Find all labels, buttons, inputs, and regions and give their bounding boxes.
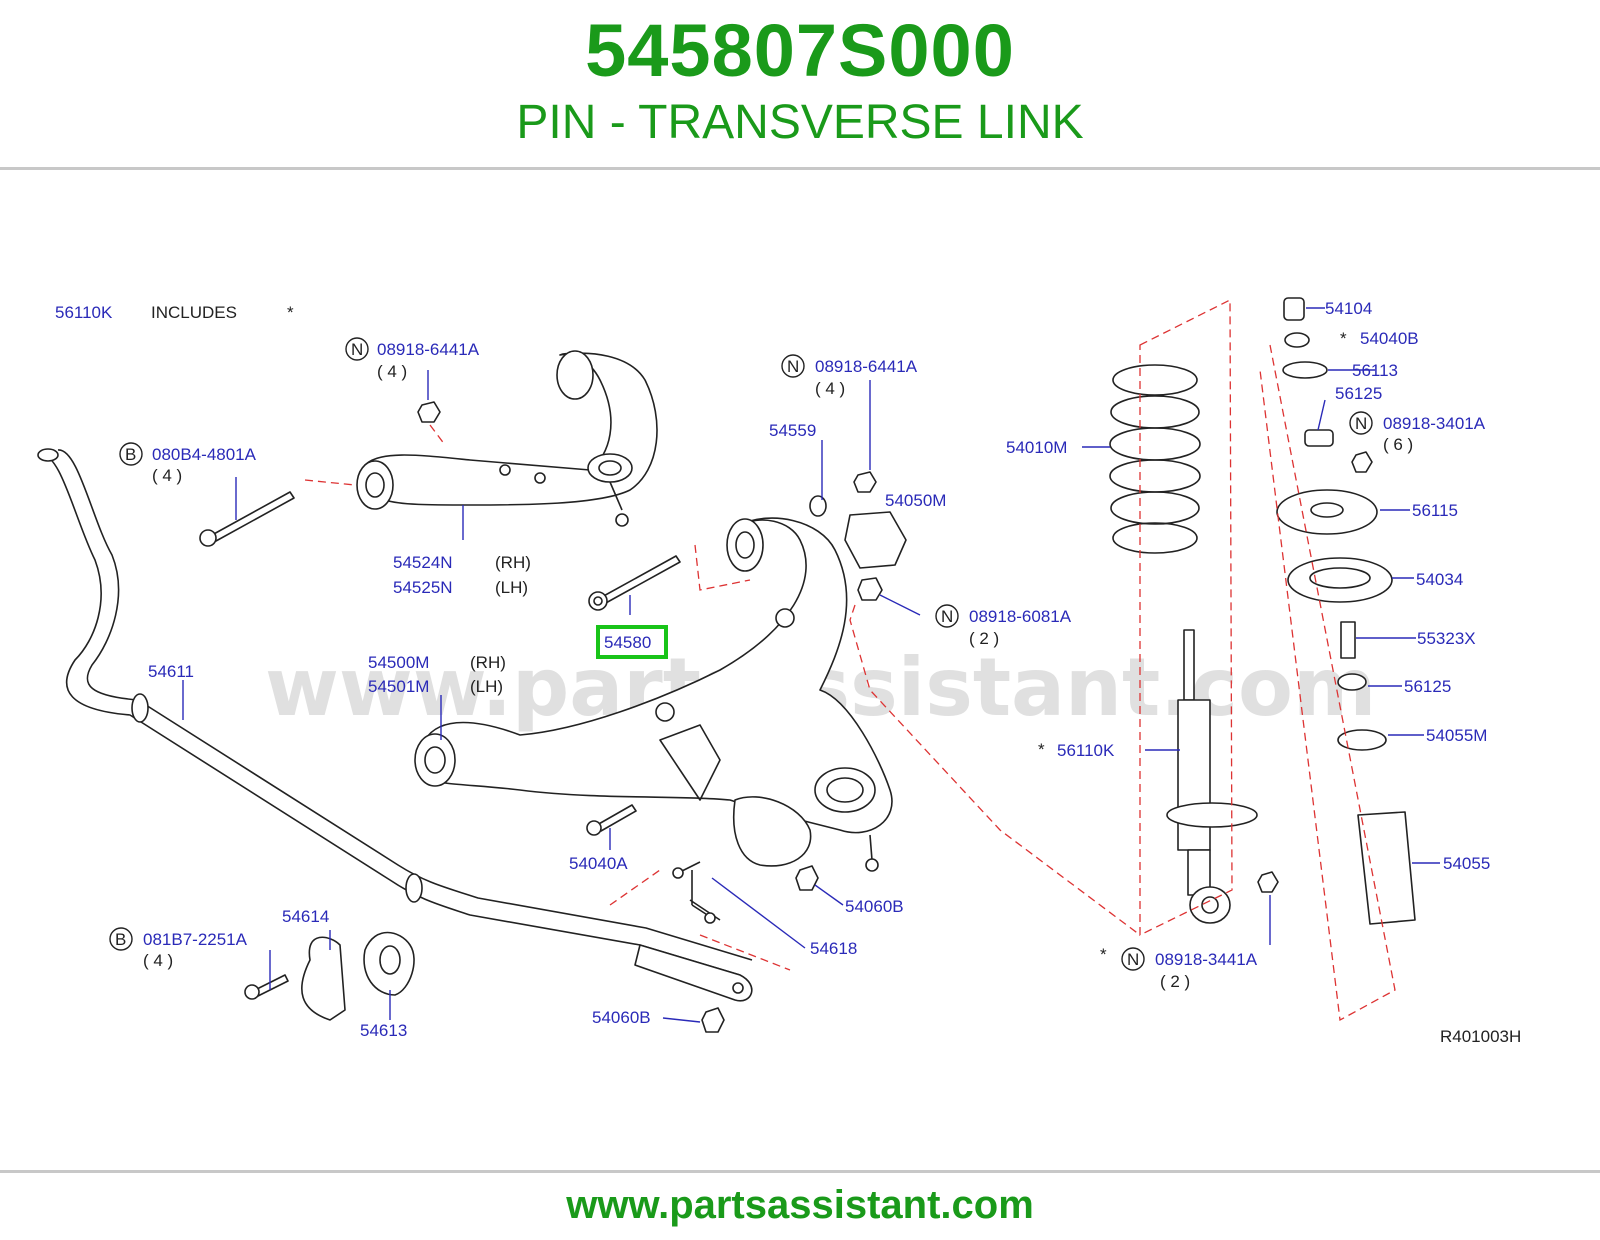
- label-08918-6441A-lower[interactable]: 08918-6441A: [815, 357, 918, 376]
- bolt-080b4-drawing: [211, 491, 295, 542]
- label-54040B[interactable]: 54040B: [1360, 329, 1419, 348]
- label-54524N[interactable]: 54524N: [393, 553, 453, 572]
- label-56125-lower[interactable]: 56125: [1404, 677, 1451, 696]
- lh-1: (LH): [495, 578, 528, 597]
- label-54501M[interactable]: 54501M: [368, 677, 429, 696]
- label-54618[interactable]: 54618: [810, 939, 857, 958]
- label-54055M[interactable]: 54055M: [1426, 726, 1487, 745]
- nut-marker-n-4: N: [1127, 950, 1139, 969]
- qty-4-a: ( 4 ): [377, 362, 407, 381]
- shock-absorber-drawing: [1166, 629, 1279, 924]
- gasket-54050m-drawing: [844, 511, 907, 569]
- label-54525N[interactable]: 54525N: [393, 578, 453, 597]
- bolt-marker-b: B: [125, 445, 136, 464]
- label-56125-upper[interactable]: 56125: [1335, 384, 1382, 403]
- qty-6: ( 6 ): [1383, 435, 1413, 454]
- label-54104[interactable]: 54104: [1325, 299, 1372, 318]
- label-56115[interactable]: 56115: [1412, 501, 1458, 520]
- label-080B4-4801A[interactable]: 080B4-4801A: [152, 445, 257, 464]
- label-54055[interactable]: 54055: [1443, 854, 1490, 873]
- qty-4-d: ( 4 ): [143, 951, 173, 970]
- qty-4-b: ( 4 ): [152, 466, 182, 485]
- assembly-dashed-lines: [304, 298, 1396, 1022]
- stabilizer-link-drawing: [679, 861, 721, 921]
- dust-cover-54055-drawing: [1357, 811, 1416, 925]
- label-56110K[interactable]: 56110K: [1057, 741, 1115, 760]
- label-54500M[interactable]: 54500M: [368, 653, 429, 672]
- label-56113[interactable]: 56113: [1352, 361, 1398, 380]
- lower-link-drawing: [414, 517, 893, 872]
- star-c: *: [1100, 945, 1107, 964]
- label-54010M[interactable]: 54010M: [1006, 438, 1067, 457]
- star-b: *: [1038, 740, 1045, 759]
- label-08918-6441A-upper[interactable]: 08918-6441A: [377, 340, 480, 359]
- diagram-code: R401003H: [1440, 1027, 1521, 1046]
- label-54613[interactable]: 54613: [360, 1021, 407, 1040]
- label-54040A[interactable]: 54040A: [569, 854, 628, 873]
- nut-marker-n-5: N: [1355, 414, 1367, 433]
- leader-lines: [182, 307, 1440, 1023]
- stabilizer-bar-drawing: [37, 448, 753, 1002]
- label-54614[interactable]: 54614: [282, 907, 329, 926]
- label-54050M[interactable]: 54050M: [885, 491, 946, 510]
- rh-1: (RH): [495, 553, 531, 572]
- nut-marker-n: N: [351, 340, 363, 359]
- bracket-54614-drawing: [301, 936, 346, 1021]
- nut-marker-n-3: N: [941, 607, 953, 626]
- nut-marker-n-2: N: [787, 357, 799, 376]
- star-d: *: [1340, 329, 1347, 348]
- qty-2-b: ( 2 ): [1160, 972, 1190, 991]
- includes-text: INCLUDES: [151, 303, 237, 322]
- label-54060B-upper[interactable]: 54060B: [845, 897, 904, 916]
- page-header: 545807S000 PIN - TRANSVERSE LINK: [0, 0, 1600, 168]
- part-number-title: 545807S000: [585, 9, 1015, 92]
- includes-part-label: 56110K: [55, 303, 113, 322]
- bolt-marker-b-2: B: [115, 930, 126, 949]
- label-54060B-lower[interactable]: 54060B: [592, 1008, 651, 1027]
- lh-2: (LH): [470, 677, 503, 696]
- upper-link-drawing: [356, 350, 658, 527]
- label-08918-6081A[interactable]: 08918-6081A: [969, 607, 1072, 626]
- label-54580-highlighted[interactable]: 54580: [604, 633, 651, 652]
- label-54611[interactable]: 54611: [148, 662, 194, 681]
- label-081B7-2251A[interactable]: 081B7-2251A: [143, 930, 248, 949]
- includes-star: *: [287, 303, 294, 322]
- qty-2-a: ( 2 ): [969, 629, 999, 648]
- pin-54580-drawing: [588, 555, 681, 611]
- coil-spring-drawing: [1109, 364, 1201, 554]
- rh-2: (RH): [470, 653, 506, 672]
- header-divider: [0, 167, 1600, 170]
- qty-4-c: ( 4 ): [815, 379, 845, 398]
- label-54559[interactable]: 54559: [769, 421, 816, 440]
- footer-divider: [0, 1170, 1600, 1173]
- highlight-box: [596, 625, 668, 659]
- footer-website-link[interactable]: www.partsassistant.com: [566, 1183, 1034, 1227]
- label-55323X[interactable]: 55323X: [1417, 629, 1476, 648]
- label-08918-3441A[interactable]: 08918-3441A: [1155, 950, 1258, 969]
- label-54034[interactable]: 54034: [1416, 570, 1463, 589]
- label-08918-3401A[interactable]: 08918-3401A: [1383, 414, 1486, 433]
- part-name-subtitle: PIN - TRANSVERSE LINK: [516, 96, 1084, 149]
